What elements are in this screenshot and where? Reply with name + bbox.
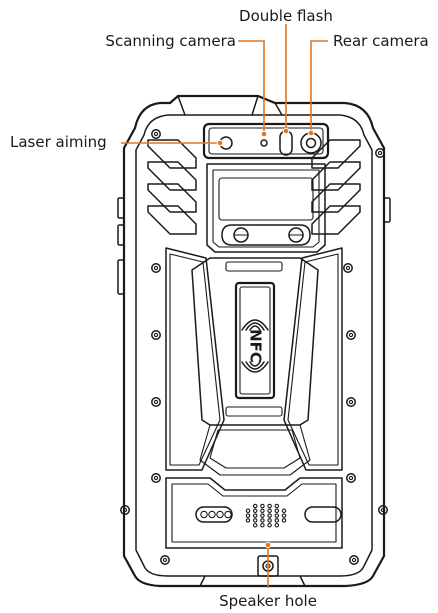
speaker-hole-dot [274,522,280,528]
screw [151,473,161,483]
screw-center [153,265,159,271]
speaker-hole-dot [245,508,251,514]
screw [346,330,356,340]
side-buttons-right [383,197,391,223]
speaker-hole-dot [260,503,265,509]
right-grip-ribs [311,139,361,235]
label-rear-camera: Rear camera [333,32,429,50]
side-buttons-left [117,197,125,295]
screw-center [122,507,128,513]
screw-center [153,131,159,137]
screw [120,505,130,515]
screw-center [345,265,351,271]
screw [151,330,161,340]
speaker-hole-dot [252,522,258,528]
speaker-hole-dot [267,518,272,523]
screw [346,397,356,407]
screw [346,473,356,483]
speaker-hole-dot [252,513,258,518]
speaker-hole-dot [267,508,272,514]
speaker-hole-dot [267,513,272,518]
speaker-hole-dot [252,503,258,509]
scanning-camera-lens [260,139,268,147]
speaker-hole-dot [267,503,272,509]
label-laser-aiming: Laser aiming [10,133,107,151]
callout-laser-aiming [121,139,224,147]
screw-center [348,332,354,338]
left-side-panel [165,247,225,471]
bottom-slot [304,506,342,523]
bottom-frame [165,477,343,549]
speaker-hole-dot [252,518,258,523]
center-spine [191,257,319,476]
label-scanning-camera: Scanning camera [105,32,236,50]
speaker-hole-dot [281,508,287,514]
speaker-hole-dot [260,508,265,514]
screw [349,555,359,565]
screw-center [162,557,168,563]
screw [375,148,385,158]
label-speaker-hole: Speaker hole [219,592,317,610]
speaker-hole-dot [245,518,251,523]
label-double-flash: Double flash [239,7,333,25]
screw-center [348,475,354,481]
screw-center [380,507,386,513]
callout-rear-camera [307,40,328,137]
double-flash-window [279,130,293,156]
speaker-hole-dot [260,522,265,528]
speaker-hole-dot [274,513,280,518]
charging-contacts [195,506,233,523]
device-body [122,94,386,588]
corner-screws [120,129,388,565]
screw [378,505,388,515]
nfc-plate [234,281,276,400]
speaker-hole-dot [260,518,265,523]
speaker-hole-dot [274,503,280,509]
callout-scanning-camera [238,40,268,138]
bracket-screws [221,224,311,246]
screw-center [153,399,159,405]
screw-center [377,150,383,156]
speaker-hole-dot [281,513,287,518]
speaker-hole-dot [245,513,251,518]
nfc-label: NFC [247,329,265,363]
screw [151,263,161,273]
speaker-hole-dot [267,522,272,528]
nfc-icon [241,319,269,373]
screw-center [351,557,357,563]
screw-center [348,399,354,405]
screw-center [153,475,159,481]
speaker-hole-dot [274,508,280,514]
upper-panel [206,163,326,253]
screw [151,129,161,139]
speaker-grille [245,503,287,528]
callout-double-flash [282,24,290,135]
screw [160,555,170,565]
speaker-hole-dot [252,508,258,514]
right-side-panel [283,247,343,471]
screw [151,397,161,407]
screw-center [153,332,159,338]
speaker-hole-dot [274,518,280,523]
left-grip-ribs [147,139,197,235]
callout-speaker-hole [264,541,272,588]
speaker-hole-dot [281,518,287,523]
speaker-hole-dot [260,513,265,518]
screw [343,263,353,273]
